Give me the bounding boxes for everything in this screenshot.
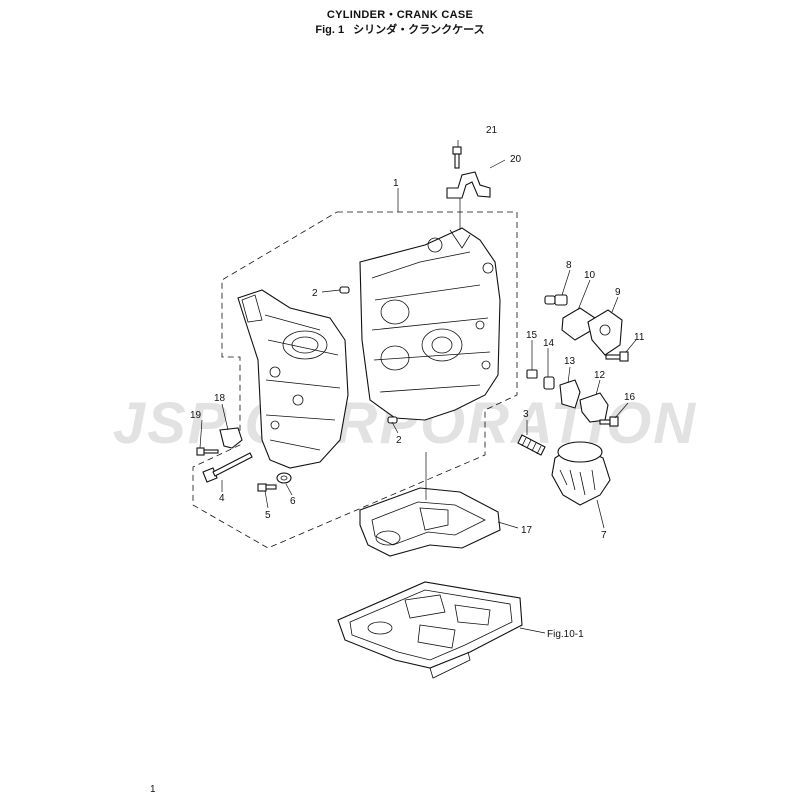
callout-18: 18 xyxy=(214,393,226,404)
callout-13: 13 xyxy=(564,356,576,367)
callout-17: 17 xyxy=(521,525,533,536)
callout-16: 16 xyxy=(624,392,636,403)
callout-12: 12 xyxy=(594,370,606,381)
cylinder-block xyxy=(359,227,501,421)
crankcase-left-half xyxy=(237,289,349,469)
callout-14: 14 xyxy=(543,338,555,349)
oil-filter-part-7 xyxy=(551,441,611,506)
title-japanese: シリンダ・クランクケース xyxy=(353,24,485,36)
callout-9: 9 xyxy=(615,287,621,298)
callout-3: 3 xyxy=(523,409,529,420)
assembly-boundary xyxy=(192,211,518,549)
callout-8: 8 xyxy=(566,260,572,271)
callout-2-lower: 2 xyxy=(396,435,402,446)
callout-2-upper: 2 xyxy=(312,288,318,299)
callout-20: 20 xyxy=(510,154,522,165)
cover-part-12 xyxy=(579,392,609,423)
page-number: 1 xyxy=(150,784,156,795)
bracket-part-20 xyxy=(446,171,491,199)
callout-7: 7 xyxy=(601,530,607,541)
dowel-pin-lower xyxy=(387,416,398,424)
collar-part-14 xyxy=(543,376,555,390)
diagram-subtitle: Fig. 1 シリンダ・クランクケース xyxy=(0,21,800,37)
long-bolt-part-4 xyxy=(202,452,253,483)
sensor-part-8 xyxy=(544,294,568,306)
fig-label: Fig. 1 xyxy=(315,24,345,36)
gasket-part-17 xyxy=(359,487,501,557)
lower-casing-fig-10-1 xyxy=(337,581,523,679)
gasket-part-13 xyxy=(559,379,581,409)
callout-6: 6 xyxy=(290,496,296,507)
leader-lines xyxy=(199,140,637,634)
callout-4: 4 xyxy=(219,493,225,504)
plug-part-15 xyxy=(526,369,538,379)
callout-21: 21 xyxy=(486,125,498,136)
callout-10: 10 xyxy=(584,270,596,281)
callout-5: 5 xyxy=(265,510,271,521)
bolt-part-5 xyxy=(257,483,277,492)
callout-fig-10-1: Fig.10-1 xyxy=(547,629,584,640)
callout-15: 15 xyxy=(526,330,538,341)
diagram-title: CYLINDER・CRANK CASE xyxy=(326,9,474,21)
bolt-part-16 xyxy=(599,416,619,427)
callout-19: 19 xyxy=(190,410,202,421)
callout-1: 1 xyxy=(393,178,399,189)
washer-part-6 xyxy=(276,472,292,484)
bolt-part-11 xyxy=(605,351,629,362)
bolt-part-21 xyxy=(452,146,462,169)
stud-part-3 xyxy=(517,434,546,456)
dowel-pin-upper xyxy=(339,286,350,294)
bolt-part-19 xyxy=(196,447,219,456)
bracket-part-18 xyxy=(219,427,243,449)
callout-11: 11 xyxy=(634,332,645,343)
cover-part-9 xyxy=(587,309,623,356)
